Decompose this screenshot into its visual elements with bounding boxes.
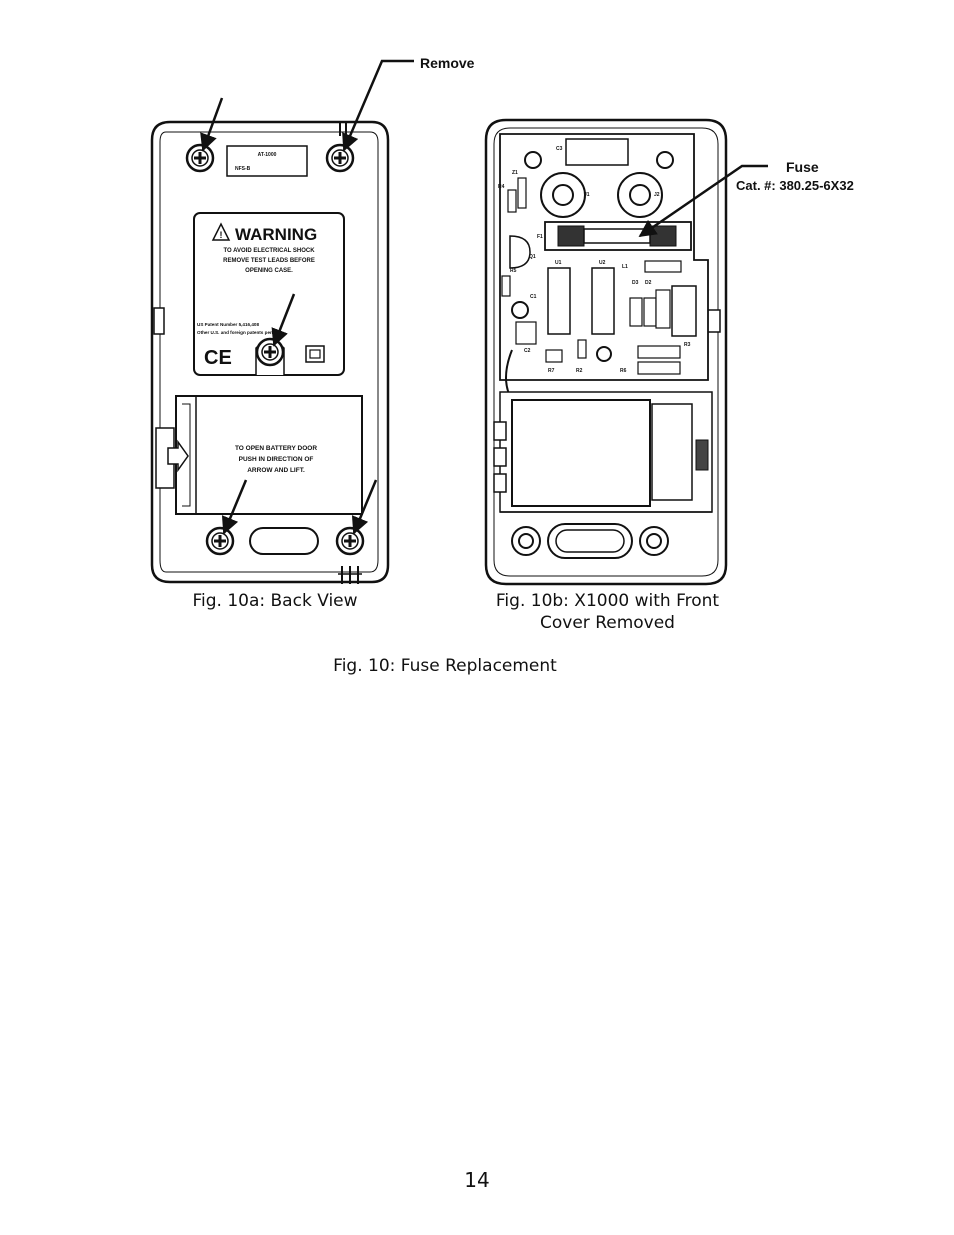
svg-text:!: ! xyxy=(220,230,223,240)
svg-text:R3: R3 xyxy=(684,342,691,348)
bottom-slot xyxy=(249,527,319,555)
double-insulation-icon xyxy=(305,345,325,363)
svg-text:R5: R5 xyxy=(510,268,517,274)
svg-text:NFS-B: NFS-B xyxy=(235,166,251,172)
svg-text:L1: L1 xyxy=(622,264,628,270)
battery-text-line-3: ARROW AND LIFT. xyxy=(247,467,305,474)
warning-title: WARNING xyxy=(235,225,317,244)
fuse-callout-arrow xyxy=(638,164,768,238)
fuse-replacement-figure: AT-1000 NFS-B ! WARNING TO AVOID ELECTRI… xyxy=(150,55,854,586)
patent-line-2: Other U.S. and foreign patents pending xyxy=(197,330,283,335)
remove-callout: Remove xyxy=(420,55,475,71)
svg-text:J2: J2 xyxy=(654,192,660,198)
caption-front-removed: Fig. 10b: X1000 with Front Cover Removed xyxy=(470,590,745,634)
svg-text:J1: J1 xyxy=(584,192,590,198)
warning-line-2: REMOVE TEST LEADS BEFORE xyxy=(223,258,315,264)
svg-text:Q1: Q1 xyxy=(529,254,536,260)
svg-text:C2: C2 xyxy=(524,348,531,354)
model-label: AT-1000 NFS-B xyxy=(226,145,308,177)
remove-arrows xyxy=(200,59,414,535)
arrow-right-icon xyxy=(167,439,189,473)
svg-text:U2: U2 xyxy=(599,260,606,266)
svg-text:R7: R7 xyxy=(548,368,555,374)
battery-text-line-2: PUSH IN DIRECTION OF xyxy=(239,456,314,463)
screw-bottom-right xyxy=(335,526,365,556)
svg-text:R4: R4 xyxy=(498,184,505,190)
input-jacks xyxy=(511,523,669,559)
caption-front-removed-line-2: Cover Removed xyxy=(540,613,675,633)
battery-text-line-1: TO OPEN BATTERY DOOR xyxy=(235,445,317,452)
caption-front-removed-line-1: Fig. 10b: X1000 with Front xyxy=(495,591,720,611)
svg-text:C3: C3 xyxy=(556,146,563,152)
svg-text:R6: R6 xyxy=(620,368,627,374)
warning-triangle-icon xyxy=(211,222,231,241)
svg-text:C1: C1 xyxy=(530,294,537,300)
page-number: 14 xyxy=(464,1168,490,1192)
svg-text:F1: F1 xyxy=(537,234,543,240)
warning-line-3: OPENING CASE. xyxy=(245,268,293,274)
front-cover-removed-drawing: C3 J1 J2 Z1 R4 F1 Q1 R5 xyxy=(484,118,854,586)
fuse-catalog-number: Cat. #: 380.25-6X32 xyxy=(736,178,854,193)
screw-top-right xyxy=(325,143,355,173)
fuse-callout-label: Fuse xyxy=(786,159,819,175)
svg-text:R2: R2 xyxy=(576,368,583,374)
caption-back-view: Fig. 10a: Back View xyxy=(192,591,358,611)
screw-center xyxy=(255,337,285,367)
svg-text:D3: D3 xyxy=(632,280,639,286)
svg-text:Z1: Z1 xyxy=(512,170,518,176)
warning-line-1: TO AVOID ELECTRICAL SHOCK xyxy=(223,248,315,254)
back-view-drawing: AT-1000 NFS-B ! WARNING TO AVOID ELECTRI… xyxy=(150,55,475,584)
caption-fuse-replacement: Fig. 10: Fuse Replacement xyxy=(333,656,557,676)
screw-bottom-left xyxy=(205,526,235,556)
fuse-holder: F1 xyxy=(537,221,692,251)
battery-compartment xyxy=(493,391,713,513)
ce-mark: CE xyxy=(204,347,232,369)
svg-text:AT-1000: AT-1000 xyxy=(258,152,277,158)
circuit-board: C3 J1 J2 Z1 R4 F1 Q1 R5 xyxy=(498,133,709,405)
screw-top-left xyxy=(185,143,215,173)
svg-text:D2: D2 xyxy=(645,280,652,286)
patent-line-1: US Patent Number 5,416,408 xyxy=(197,322,259,327)
battery-door: TO OPEN BATTERY DOOR PUSH IN DIRECTION O… xyxy=(155,395,363,515)
svg-text:U1: U1 xyxy=(555,260,562,266)
